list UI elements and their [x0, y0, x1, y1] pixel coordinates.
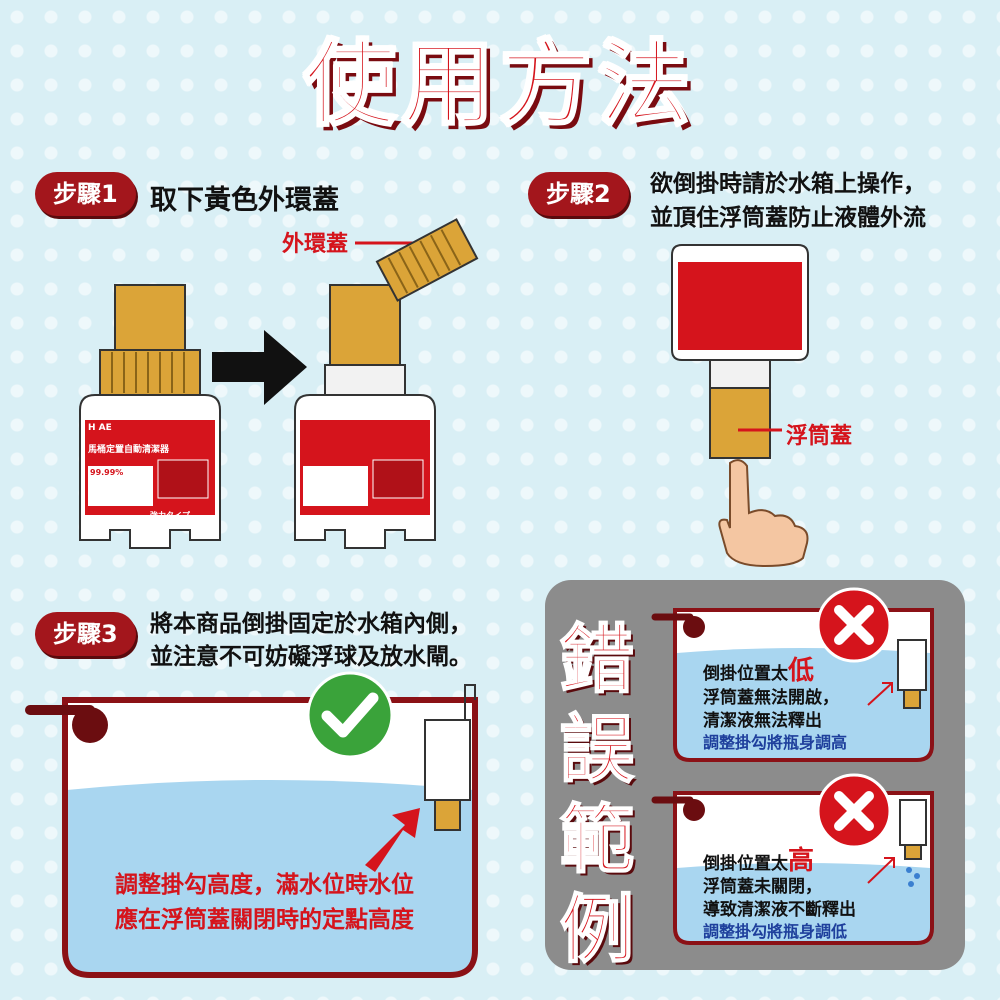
step3-caption2: 應在浮筒蓋關閉時的定點高度 — [115, 907, 414, 933]
float-cap-label: 浮筒蓋 — [786, 424, 853, 449]
error1-line3: 清潔液無法釋出 — [703, 711, 822, 731]
inverted-bottle — [671, 244, 809, 459]
error-heading-char-4: 例 — [559, 886, 635, 974]
error-heading-char-2: 誤 — [559, 706, 635, 794]
tank-correct-diagram — [25, 684, 478, 978]
page-title: 使用方法 — [302, 30, 696, 140]
product-percent: 99.99% — [90, 468, 124, 477]
product-footer: 強力タイプ — [150, 511, 190, 520]
step3-line2: 並注意不可妨礙浮球及放水閘。 — [150, 644, 472, 670]
error1-line1: 倒掛位置太低 — [703, 650, 814, 687]
outer-cap-label: 外環蓋 — [282, 232, 349, 257]
error2-emphasis: 高 — [788, 846, 815, 876]
product-name: 馬桶定置自動清潔器 — [88, 445, 170, 455]
error-heading-char-3: 範 — [559, 796, 635, 884]
error-x-icon-1 — [816, 587, 892, 663]
detached-ring-cap — [375, 218, 479, 302]
product-brand: H AE — [88, 423, 112, 433]
error2-line2: 浮筒蓋未關閉， — [703, 877, 822, 897]
error-heading-char-1: 錯 — [559, 616, 635, 704]
error1-fix: 調整掛勾將瓶身調高 — [703, 733, 848, 752]
error2-line3: 導致清潔液不斷釋出 — [703, 900, 856, 920]
checkmark-icon — [306, 671, 394, 759]
error-x-icon-2 — [816, 773, 892, 849]
error1-emphasis: 低 — [788, 656, 815, 686]
step2-line1: 欲倒掛時請於水箱上操作， — [650, 171, 926, 197]
error2-line1: 倒掛位置太高 — [703, 840, 814, 877]
finger-icon — [718, 459, 809, 568]
step3-line1: 將本商品倒掛固定於水箱內側， — [150, 611, 472, 637]
bottle-ring-removed — [294, 284, 436, 549]
arrow-right-icon — [212, 330, 307, 405]
step2-line2: 並頂住浮筒蓋防止液體外流 — [650, 205, 926, 231]
step1-badge: 步驟1 — [35, 172, 136, 216]
error2-line1-text: 倒掛位置太 — [703, 854, 788, 874]
error1-line2: 浮筒蓋無法開啟， — [703, 688, 839, 708]
step3-caption1: 調整掛勾高度，滿水位時水位 — [115, 872, 414, 898]
step2-badge: 步驟2 — [528, 172, 629, 216]
error2-fix: 調整掛勾將瓶身調低 — [703, 922, 848, 941]
step3-badge: 步驟3 — [35, 612, 136, 656]
error1-line1-text: 倒掛位置太 — [703, 664, 788, 684]
bottle-with-ring — [79, 284, 221, 549]
step1-text: 取下黃色外環蓋 — [150, 185, 339, 216]
